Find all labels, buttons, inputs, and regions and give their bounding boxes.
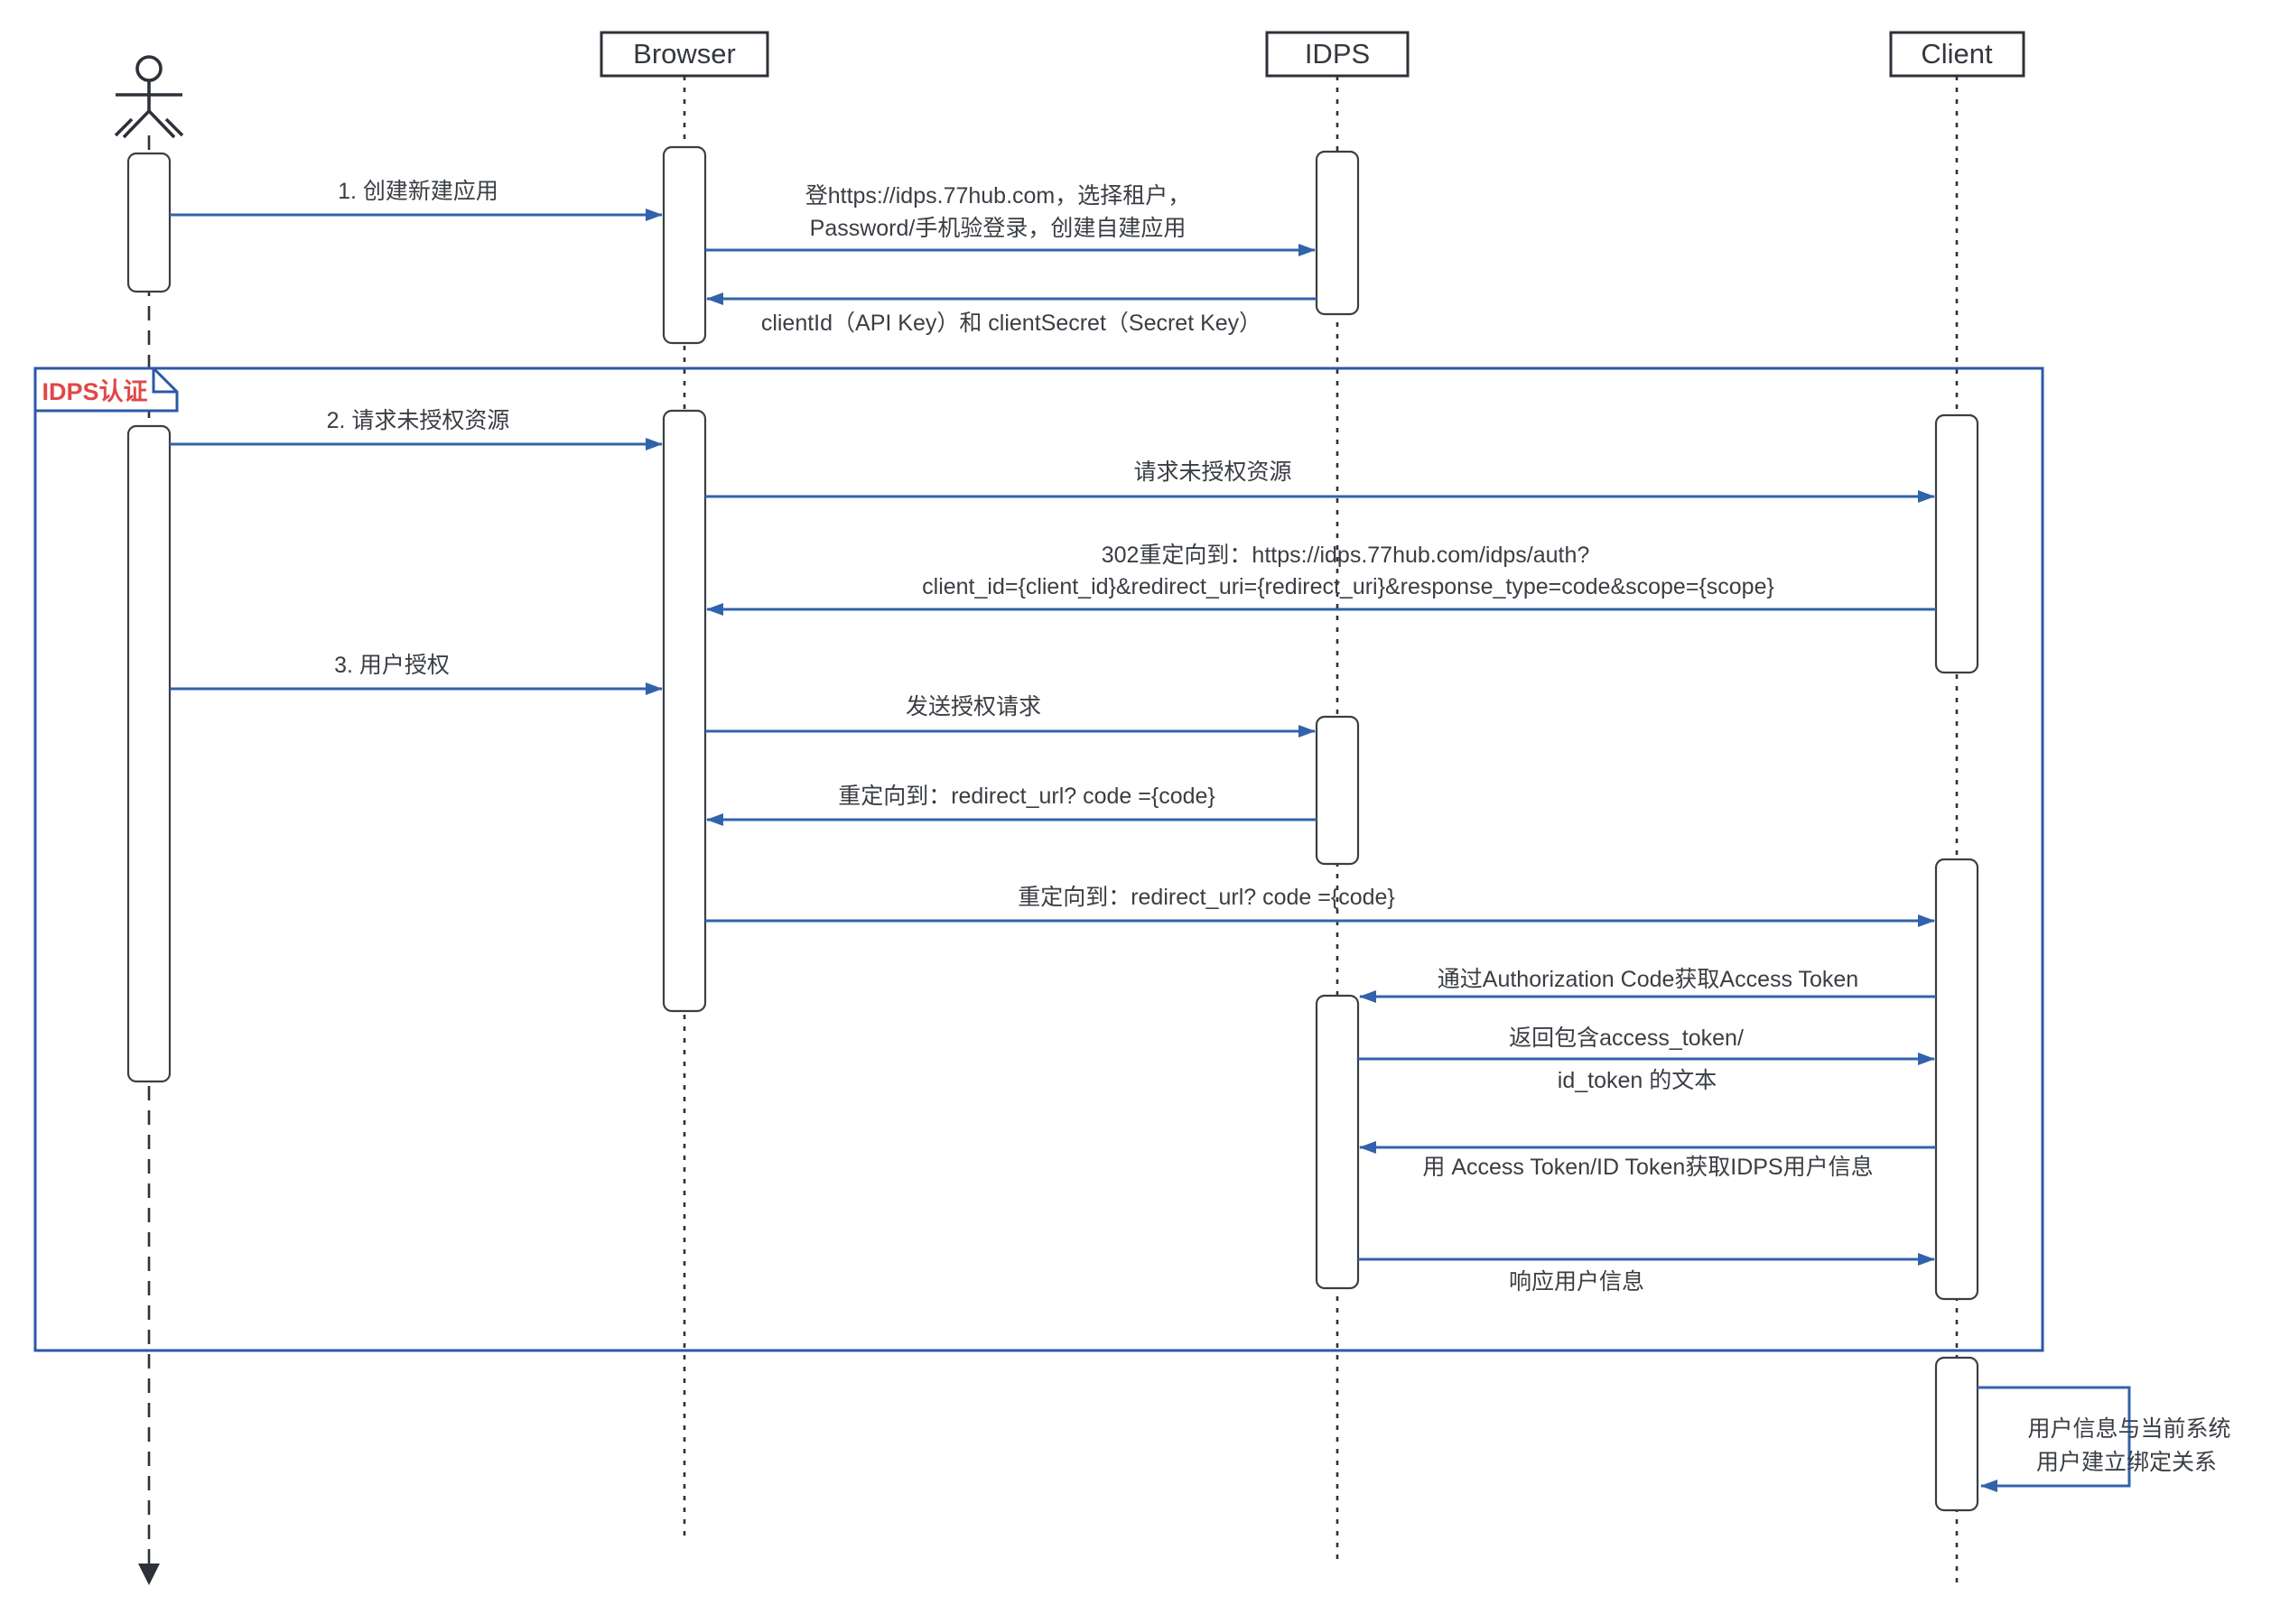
participant-headers: Browser IDPS Client bbox=[600, 31, 2025, 78]
activation-browser-1 bbox=[662, 145, 707, 345]
message-label: 发送授权请求 bbox=[906, 694, 1041, 719]
message-label: clientId（API Key）和 clientSecret（Secret K… bbox=[761, 311, 1261, 336]
activation-browser-2 bbox=[662, 409, 707, 1013]
participant-label-idps: IDPS bbox=[1305, 38, 1370, 70]
frame-label: IDPS认证 bbox=[42, 378, 147, 405]
actor-foot-right-icon bbox=[164, 117, 184, 137]
frame-label-fold-icon bbox=[152, 368, 177, 394]
message-label: 用户建立绑定关系 bbox=[2036, 1450, 2217, 1475]
participant-label-browser: Browser bbox=[633, 38, 736, 70]
message-label: Password/手机验登录，创建自建应用 bbox=[810, 216, 1187, 241]
message-label: id_token 的文本 bbox=[1558, 1068, 1717, 1093]
actor-head-icon bbox=[135, 55, 163, 82]
message-label: 1. 创建新建应用 bbox=[338, 179, 498, 204]
activation-user-2 bbox=[126, 424, 172, 1083]
activation-idps-3 bbox=[1315, 994, 1360, 1290]
message-label: 用户信息与当前系统 bbox=[2027, 1416, 2230, 1442]
participant-header-client bbox=[1889, 31, 2025, 78]
participant-header-browser bbox=[600, 31, 769, 78]
activation-bars bbox=[126, 145, 1979, 1512]
frame-label-tab bbox=[33, 367, 179, 413]
message-label: 2. 请求未授权资源 bbox=[327, 408, 510, 433]
participant-header-idps bbox=[1265, 31, 1410, 78]
arrow-self-msg bbox=[1978, 1386, 2131, 1492]
frame-border bbox=[33, 367, 2044, 1352]
activation-client-3 bbox=[1934, 1356, 1979, 1512]
message-label: 登https://idps.77hub.com，选择租户， bbox=[805, 183, 1191, 209]
participant-label-client: Client bbox=[1921, 38, 1993, 70]
message-label: 3. 用户授权 bbox=[334, 653, 450, 678]
activation-client-1 bbox=[1934, 413, 1979, 674]
activation-idps-2 bbox=[1315, 715, 1360, 866]
message-label: client_id={client_id}&redirect_uri={redi… bbox=[922, 574, 1774, 599]
lifeline-end-arrow-icon bbox=[138, 1564, 160, 1585]
message-arrows bbox=[170, 209, 2131, 1492]
message-label: 重定向到：redirect_url? code ={code} bbox=[838, 784, 1215, 809]
actor-leg-left-icon bbox=[122, 109, 151, 139]
activation-idps-1 bbox=[1315, 150, 1360, 316]
message-label: 请求未授权资源 bbox=[1133, 459, 1291, 485]
actor-foot-left-icon bbox=[114, 117, 134, 137]
activation-client-2 bbox=[1934, 858, 1979, 1301]
actor-leg-right-icon bbox=[147, 109, 176, 139]
message-label: 通过Authorization Code获取Access Token bbox=[1438, 967, 1858, 992]
activation-user-1 bbox=[126, 152, 172, 293]
message-label: 返回包含access_token/ bbox=[1509, 1025, 1744, 1051]
actor-icon bbox=[114, 55, 184, 139]
message-label: 302重定向到：https://idps.77hub.com/idps/auth… bbox=[1102, 543, 1590, 568]
message-label: 响应用户信息 bbox=[1509, 1269, 1644, 1295]
message-label: 用 Access Token/ID Token获取IDPS用户信息 bbox=[1422, 1155, 1873, 1180]
message-label: 重定向到：redirect_url? code ={code} bbox=[1018, 885, 1395, 910]
